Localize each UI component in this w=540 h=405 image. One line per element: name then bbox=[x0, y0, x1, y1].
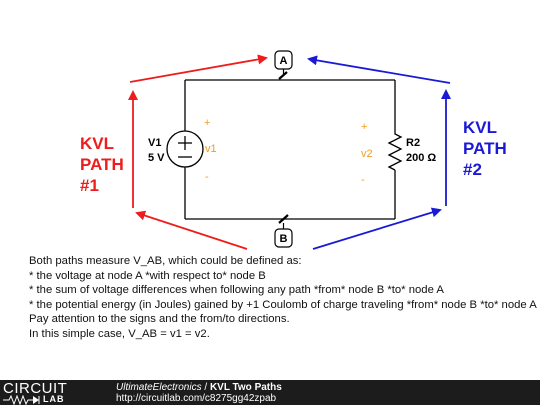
author-link[interactable]: UltimateElectronics bbox=[116, 382, 202, 393]
footer-bar: CIRCUIT LAB UltimateElectronics / KVL Tw… bbox=[0, 380, 540, 405]
node-a-marker[interactable] bbox=[274, 50, 293, 80]
circuit-wires bbox=[184, 79, 396, 220]
kvl-path-2-line3: #2 bbox=[463, 160, 482, 179]
circuit-url-link[interactable]: http://circuitlab.com/c8275gg42zpab bbox=[116, 393, 277, 404]
kvl-path-2-line1: KVL bbox=[463, 118, 497, 137]
resistor-voltage-label: v2 bbox=[361, 148, 373, 160]
logo-text-top: CIRCUIT bbox=[3, 380, 68, 397]
kvl-path-1-line2: PATH bbox=[80, 155, 124, 174]
description-line: Both paths measure V_AB, which could be … bbox=[29, 255, 302, 267]
kvl-path-2-arrows bbox=[307, 55, 451, 250]
description-line: * the potential energy (in Joules) gaine… bbox=[29, 298, 537, 311]
description-text: Both paths measure V_AB, which could be … bbox=[29, 254, 537, 342]
voltage-source-v1[interactable] bbox=[166, 130, 204, 168]
resistor-r2[interactable] bbox=[387, 130, 403, 171]
resistor-plus-sign: + bbox=[361, 121, 367, 133]
kvl-path-1-arrows bbox=[128, 54, 268, 250]
title-separator: / bbox=[201, 382, 210, 393]
resistor-name: R2 bbox=[406, 137, 420, 149]
description-line: In this simple case, V_AB = v1 = v2. bbox=[29, 327, 210, 340]
kvl-path-1-line1: KVL bbox=[80, 134, 114, 153]
circuit-title-text: KVL Two Paths bbox=[209, 382, 282, 393]
circuitlab-logo[interactable]: CIRCUIT LAB bbox=[3, 381, 98, 405]
source-name: V1 bbox=[148, 137, 161, 149]
kvl-path-1-line3: #1 bbox=[80, 176, 99, 195]
source-voltage-label: v1 bbox=[205, 143, 217, 155]
node-b-label: B bbox=[280, 233, 288, 245]
node-b-marker[interactable] bbox=[274, 214, 293, 248]
kvl-path-2-line2: PATH bbox=[463, 139, 507, 158]
description-line: * the voltage at node A *with respect to… bbox=[29, 269, 266, 282]
circuit-title: UltimateElectronics / KVL Two Paths bbox=[116, 382, 282, 393]
node-a-label: A bbox=[280, 55, 288, 67]
circuit-schematic: V1 5 V + v1 - R2 200 Ω + v2 - A B KVL PA… bbox=[80, 50, 507, 250]
resistor-value: 200 Ω bbox=[406, 152, 436, 164]
logo-text-bottom: LAB bbox=[43, 394, 65, 404]
resistor-wave-icon bbox=[3, 395, 40, 405]
source-value: 5 V bbox=[148, 152, 165, 164]
resistor-minus-sign: - bbox=[361, 174, 365, 186]
description-line: Pay attention to the signs and the from/… bbox=[29, 313, 290, 326]
description-line: * the sum of voltage differences when fo… bbox=[29, 284, 444, 297]
source-minus-sign: - bbox=[205, 171, 209, 183]
source-plus-sign: + bbox=[204, 117, 210, 129]
